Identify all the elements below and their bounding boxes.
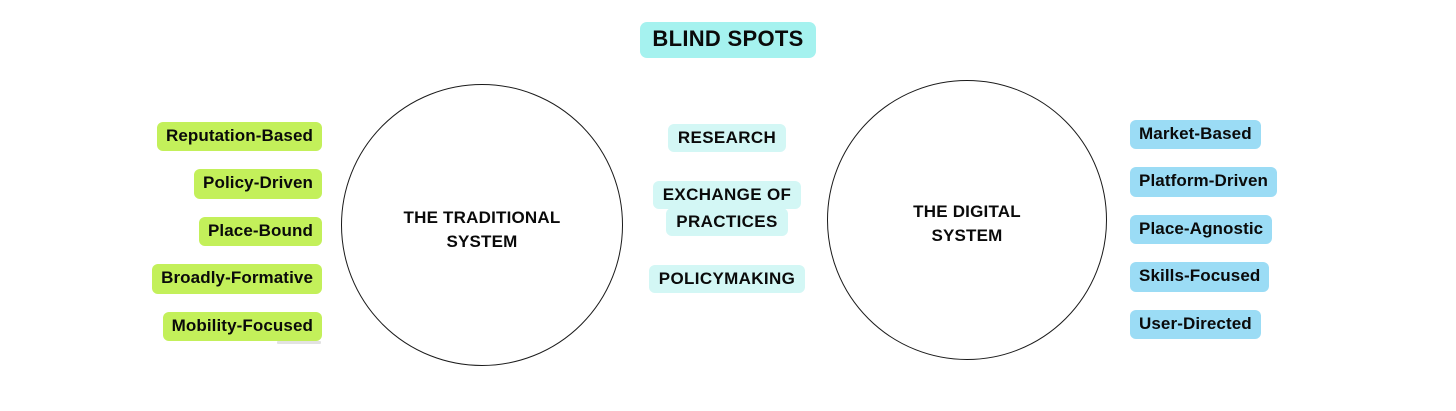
blind-spots-column: RESEARCH EXCHANGE OF PRACTICES POLICYMAK… xyxy=(627,124,827,293)
right-attributes-column: Market-Based Platform-Driven Place-Agnos… xyxy=(1130,120,1430,339)
traditional-system-label: THE TRADITIONAL SYSTEM xyxy=(403,208,561,252)
left-attribute-badge: Mobility-Focused xyxy=(162,311,322,341)
page-title: BLIND SPOTS xyxy=(640,22,816,58)
scan-artifact xyxy=(277,341,321,344)
blind-spot-label: EXCHANGE OF PRACTICES xyxy=(652,180,802,237)
blind-spot-label: RESEARCH xyxy=(667,124,787,152)
blind-spot-item: POLICYMAKING xyxy=(627,264,827,293)
right-attribute-badge: Skills-Focused xyxy=(1130,262,1270,292)
digital-system-label: THE DIGITAL SYSTEM xyxy=(913,202,1021,246)
left-attribute-badge: Policy-Driven xyxy=(194,169,322,199)
right-attribute-badge: User-Directed xyxy=(1130,309,1261,339)
left-attributes-column: Reputation-Based Policy-Driven Place-Bou… xyxy=(60,122,322,341)
right-attribute-badge: Market-Based xyxy=(1130,120,1261,150)
blind-spot-label: POLICYMAKING xyxy=(648,264,806,293)
digital-system-circle xyxy=(827,80,1107,360)
blind-spot-item: RESEARCH xyxy=(627,124,827,152)
left-attribute-badge: Place-Bound xyxy=(198,216,322,247)
title-container: BLIND SPOTS xyxy=(0,22,1456,58)
right-attribute-badge: Platform-Driven xyxy=(1130,167,1278,197)
left-attribute-badge: Reputation-Based xyxy=(156,122,322,152)
traditional-system-circle xyxy=(341,84,623,366)
right-attribute-badge: Place-Agnostic xyxy=(1130,214,1273,245)
left-attribute-badge: Broadly-Formative xyxy=(152,264,322,294)
blind-spot-item: EXCHANGE OF PRACTICES xyxy=(627,180,827,237)
